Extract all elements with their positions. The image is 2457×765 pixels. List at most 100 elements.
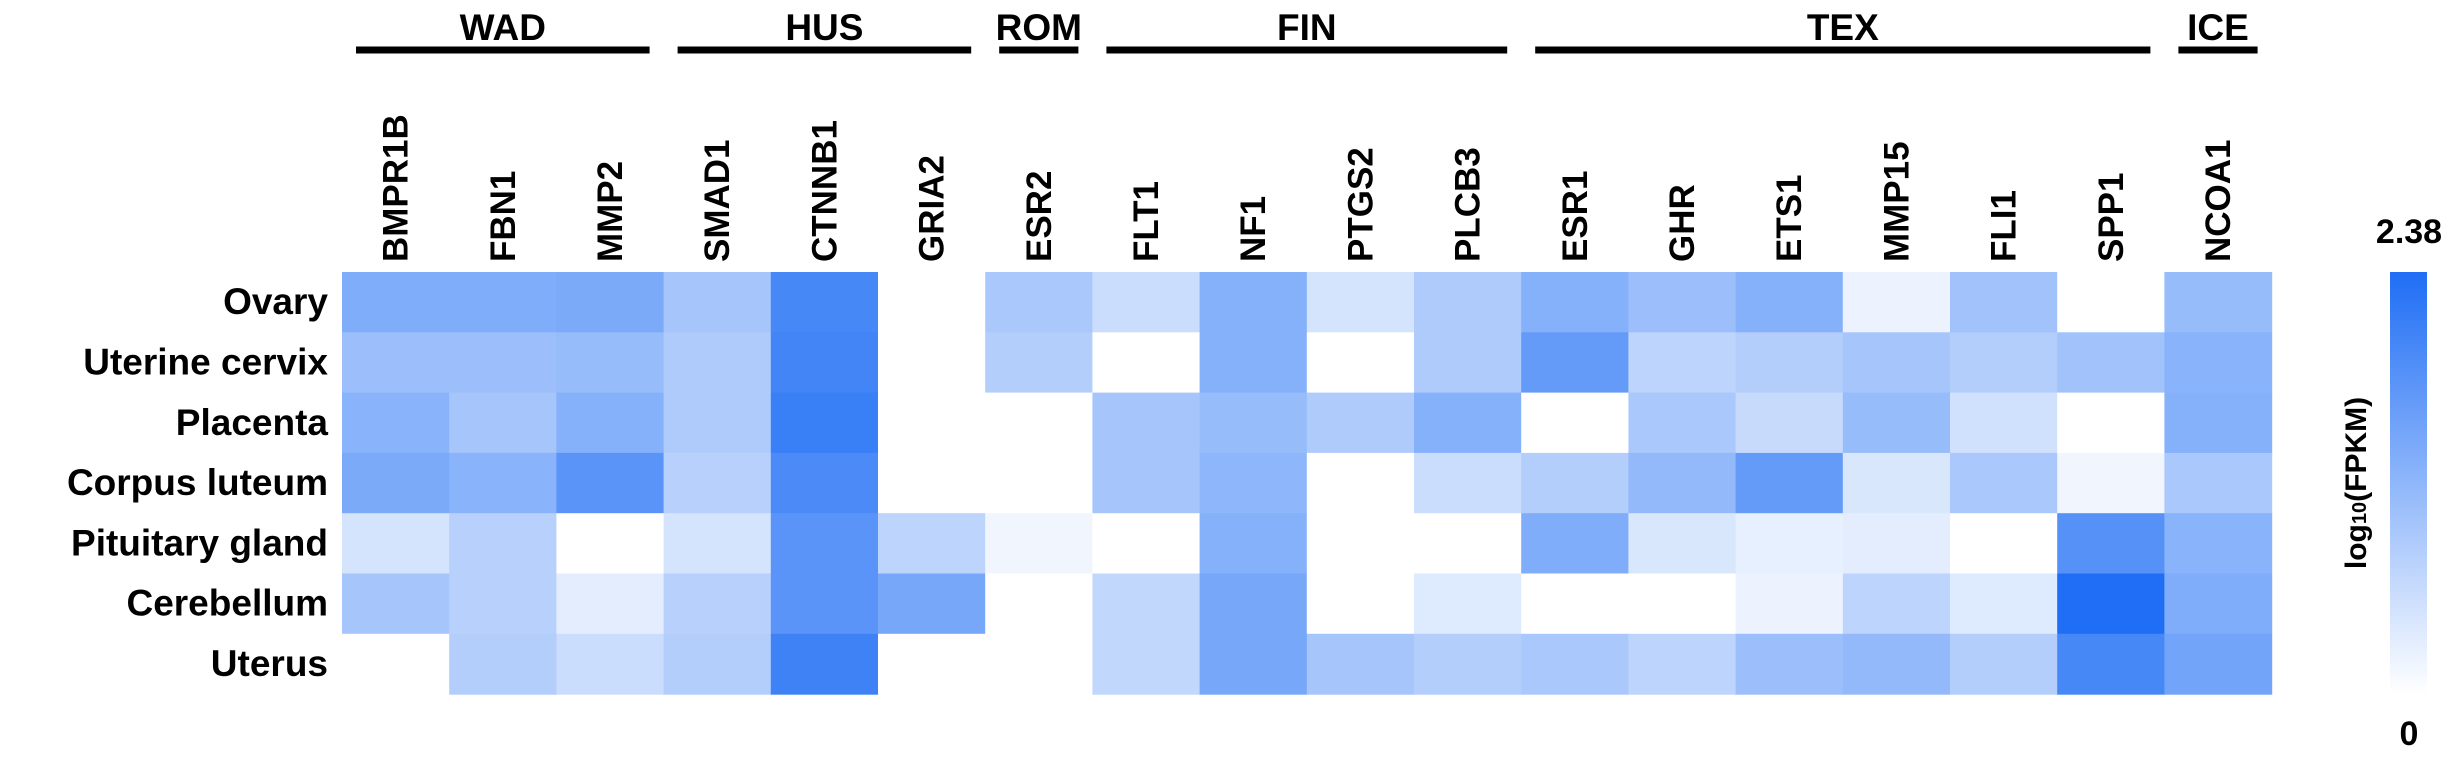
heatmap-cell	[449, 513, 557, 575]
heatmap-cell	[2164, 573, 2273, 635]
heatmap-cell	[1521, 513, 1629, 575]
column-label: SMAD1	[698, 139, 737, 262]
heatmap-cell	[1842, 573, 1951, 635]
heatmap-cell	[556, 392, 665, 454]
heatmap-cell	[878, 633, 986, 695]
heatmap-cell	[2164, 332, 2273, 394]
heatmap-cell	[449, 392, 557, 454]
heatmap-cell	[1092, 332, 1201, 394]
heatmap-cell	[1414, 633, 1522, 695]
heatmap-cell	[985, 633, 1093, 695]
legend-title: log10(FPKM)	[2340, 397, 2373, 569]
heatmap-cell	[1735, 392, 1844, 454]
heatmap-cell	[1950, 332, 2058, 394]
row-label: Pituitary gland	[71, 522, 328, 563]
legend-color-bar	[2390, 272, 2427, 694]
heatmap-cell	[342, 573, 450, 635]
heatmap-cell	[2057, 513, 2165, 575]
group-label: ICE	[2187, 7, 2249, 48]
heatmap-cell	[2057, 332, 2165, 394]
group-label: WAD	[460, 7, 546, 48]
heatmap-cell	[342, 332, 450, 394]
heatmap-cell	[1521, 633, 1629, 695]
heatmap-cell	[1950, 272, 2058, 333]
group-label: TEX	[1807, 7, 1879, 48]
heatmap-cell	[1414, 332, 1522, 394]
heatmap-cell	[2057, 392, 2165, 454]
heatmap-cell	[1628, 573, 1737, 635]
heatmap-cell	[2164, 513, 2273, 575]
row-label: Ovary	[223, 281, 328, 322]
heatmap-cell	[342, 633, 450, 695]
heatmap-cell	[1521, 392, 1629, 454]
heatmap-cell	[1521, 452, 1629, 514]
column-label: SPP1	[2092, 173, 2131, 263]
heatmap-cell	[1306, 392, 1415, 454]
heatmap-cell	[1628, 452, 1737, 514]
heatmap-cell	[2164, 272, 2273, 333]
heatmap-cell	[663, 633, 772, 695]
heatmap-cell	[1414, 272, 1522, 333]
heatmap-cell	[663, 513, 772, 575]
column-label: PTGS2	[1341, 147, 1380, 262]
heatmap-cell	[1199, 573, 1308, 635]
heatmap-cell	[1735, 573, 1844, 635]
column-label: FLT1	[1127, 181, 1166, 262]
heatmap-cell	[1842, 452, 1951, 514]
heatmap-cell	[1735, 633, 1844, 695]
heatmap-cell	[1842, 633, 1951, 695]
heatmap-cell-layer	[342, 272, 2273, 695]
column-label: GRIA2	[913, 155, 952, 262]
column-label: MMP2	[591, 161, 630, 262]
heatmap-cell	[449, 332, 557, 394]
heatmap-cell	[770, 332, 879, 394]
heatmap-cell	[663, 272, 772, 333]
legend-title-prefix: log	[2340, 524, 2373, 569]
heatmap-cell	[1842, 332, 1951, 394]
heatmap-cell	[1199, 392, 1308, 454]
heatmap-cell	[878, 272, 986, 333]
heatmap-cell	[556, 633, 665, 695]
heatmap-cell	[1306, 513, 1415, 575]
heatmap-cell	[556, 452, 665, 514]
heatmap-cell	[878, 392, 986, 454]
heatmap-cell	[1521, 573, 1629, 635]
heatmap-cell	[1306, 573, 1415, 635]
heatmap-cell	[1521, 272, 1629, 333]
heatmap-cell	[342, 392, 450, 454]
column-label: ESR2	[1020, 171, 1059, 262]
heatmap-cell	[1842, 513, 1951, 575]
column-label: CTNNB1	[805, 120, 844, 262]
heatmap-cell	[1199, 452, 1308, 514]
heatmap-cell	[985, 573, 1093, 635]
heatmap-cell	[449, 272, 557, 333]
heatmap-cell	[1950, 573, 2058, 635]
heatmap-cell	[878, 513, 986, 575]
heatmap-cell	[1306, 272, 1415, 333]
heatmap-cell	[1735, 332, 1844, 394]
column-label: FLI1	[1985, 190, 2024, 262]
heatmap-cell	[1735, 513, 1844, 575]
heatmap-cell	[556, 272, 665, 333]
legend-title-suffix: (FPKM)	[2340, 397, 2373, 502]
heatmap-cell	[2057, 272, 2165, 333]
column-label: MMP15	[1877, 141, 1916, 262]
heatmap-cell	[2057, 573, 2165, 635]
heatmap-cell	[663, 332, 772, 394]
heatmap-cell	[1521, 332, 1629, 394]
row-label: Placenta	[176, 402, 329, 443]
heatmap-cell	[342, 272, 450, 333]
heatmap-cell	[1092, 272, 1201, 333]
heatmap-cell	[1628, 633, 1737, 695]
heatmap-cell	[2057, 633, 2165, 695]
heatmap-cell	[878, 452, 986, 514]
heatmap-cell	[342, 513, 450, 575]
heatmap-cell	[985, 272, 1093, 333]
heatmap-cell	[1735, 272, 1844, 333]
group-label: HUS	[785, 7, 863, 48]
row-label: Corpus luteum	[67, 462, 328, 503]
heatmap-cell	[1092, 452, 1201, 514]
heatmap-cell	[556, 513, 665, 575]
